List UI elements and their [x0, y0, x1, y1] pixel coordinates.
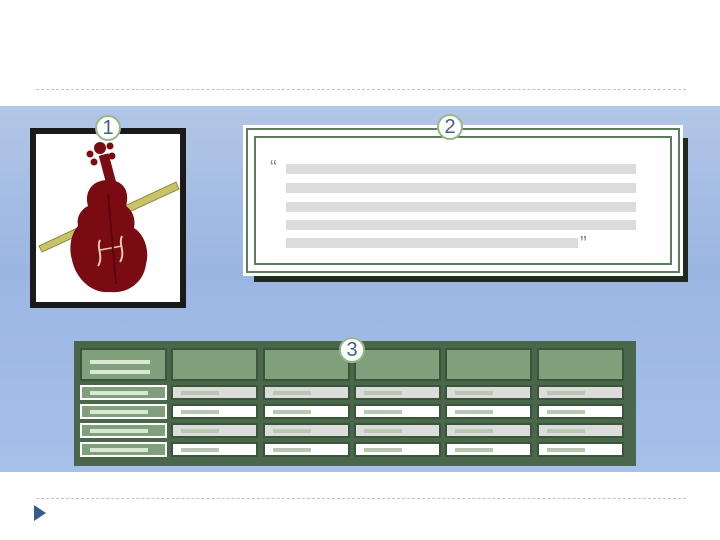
cell-text-placeholder [90, 448, 148, 452]
cell-text-placeholder [90, 410, 148, 414]
picture-frame [30, 128, 186, 308]
table-cell [354, 442, 441, 457]
table-cell [354, 385, 441, 400]
cell-text-placeholder [90, 391, 148, 395]
table-header-cell [537, 348, 624, 381]
quote-text-line [286, 202, 636, 212]
table-header-cell [171, 348, 258, 381]
table-cell [537, 423, 624, 438]
header-text-placeholder [90, 360, 150, 364]
cell-text-placeholder [364, 429, 402, 433]
table-cell [171, 442, 258, 457]
quote-inner-border [254, 136, 672, 265]
table-cell [263, 442, 350, 457]
cell-text-placeholder [90, 429, 148, 433]
cell-text-placeholder [455, 448, 493, 452]
table-cell [171, 385, 258, 400]
cell-text-placeholder [364, 391, 402, 395]
quote-open-mark: “ [270, 157, 277, 179]
cell-text-placeholder [364, 448, 402, 452]
table-cell [537, 385, 624, 400]
quote-box: “ ” [243, 125, 683, 276]
quote-text-line [286, 183, 636, 193]
picture-canvas [36, 134, 180, 302]
cell-text-placeholder [547, 448, 585, 452]
cell-text-placeholder [273, 429, 311, 433]
cell-text-placeholder [455, 410, 493, 414]
table-row-header [80, 423, 167, 438]
cell-text-placeholder [181, 391, 219, 395]
quote-text-line [286, 238, 578, 248]
callout-badge-2: 2 [437, 114, 463, 140]
top-divider [36, 89, 686, 90]
table-cell [171, 423, 258, 438]
cell-text-placeholder [181, 429, 219, 433]
table-cell [171, 404, 258, 419]
cell-text-placeholder [364, 410, 402, 414]
table-cell [263, 404, 350, 419]
table-cell [537, 404, 624, 419]
table-row-header [80, 442, 167, 457]
play-triangle-icon[interactable] [33, 504, 47, 522]
header-text-placeholder [90, 370, 150, 374]
callout-badge-1: 1 [95, 115, 121, 141]
cell-text-placeholder [273, 391, 311, 395]
quote-text-line [286, 220, 636, 230]
table-row-header [80, 404, 167, 419]
table-cell [354, 423, 441, 438]
table-row-header [80, 385, 167, 400]
table-cell [445, 423, 532, 438]
cell-text-placeholder [455, 429, 493, 433]
table-cell [263, 385, 350, 400]
bottom-divider [36, 498, 686, 499]
table-header-cell [445, 348, 532, 381]
table-cell [445, 385, 532, 400]
cell-text-placeholder [181, 410, 219, 414]
table-cell [445, 404, 532, 419]
callout-badge-3: 3 [339, 337, 365, 363]
cell-text-placeholder [273, 410, 311, 414]
table-cell [354, 404, 441, 419]
table-cell [263, 423, 350, 438]
table-header-cell [263, 348, 350, 381]
cell-text-placeholder [181, 448, 219, 452]
quote-text-line [286, 164, 636, 174]
violin-icon [38, 142, 180, 293]
cell-text-placeholder [547, 391, 585, 395]
quote-close-mark: ” [580, 233, 587, 255]
table-corner-cell [80, 348, 167, 381]
cell-text-placeholder [547, 429, 585, 433]
table-cell [445, 442, 532, 457]
cell-text-placeholder [547, 410, 585, 414]
table-header-cell [354, 348, 441, 381]
table-cell [537, 442, 624, 457]
cell-text-placeholder [455, 391, 493, 395]
cell-text-placeholder [273, 448, 311, 452]
